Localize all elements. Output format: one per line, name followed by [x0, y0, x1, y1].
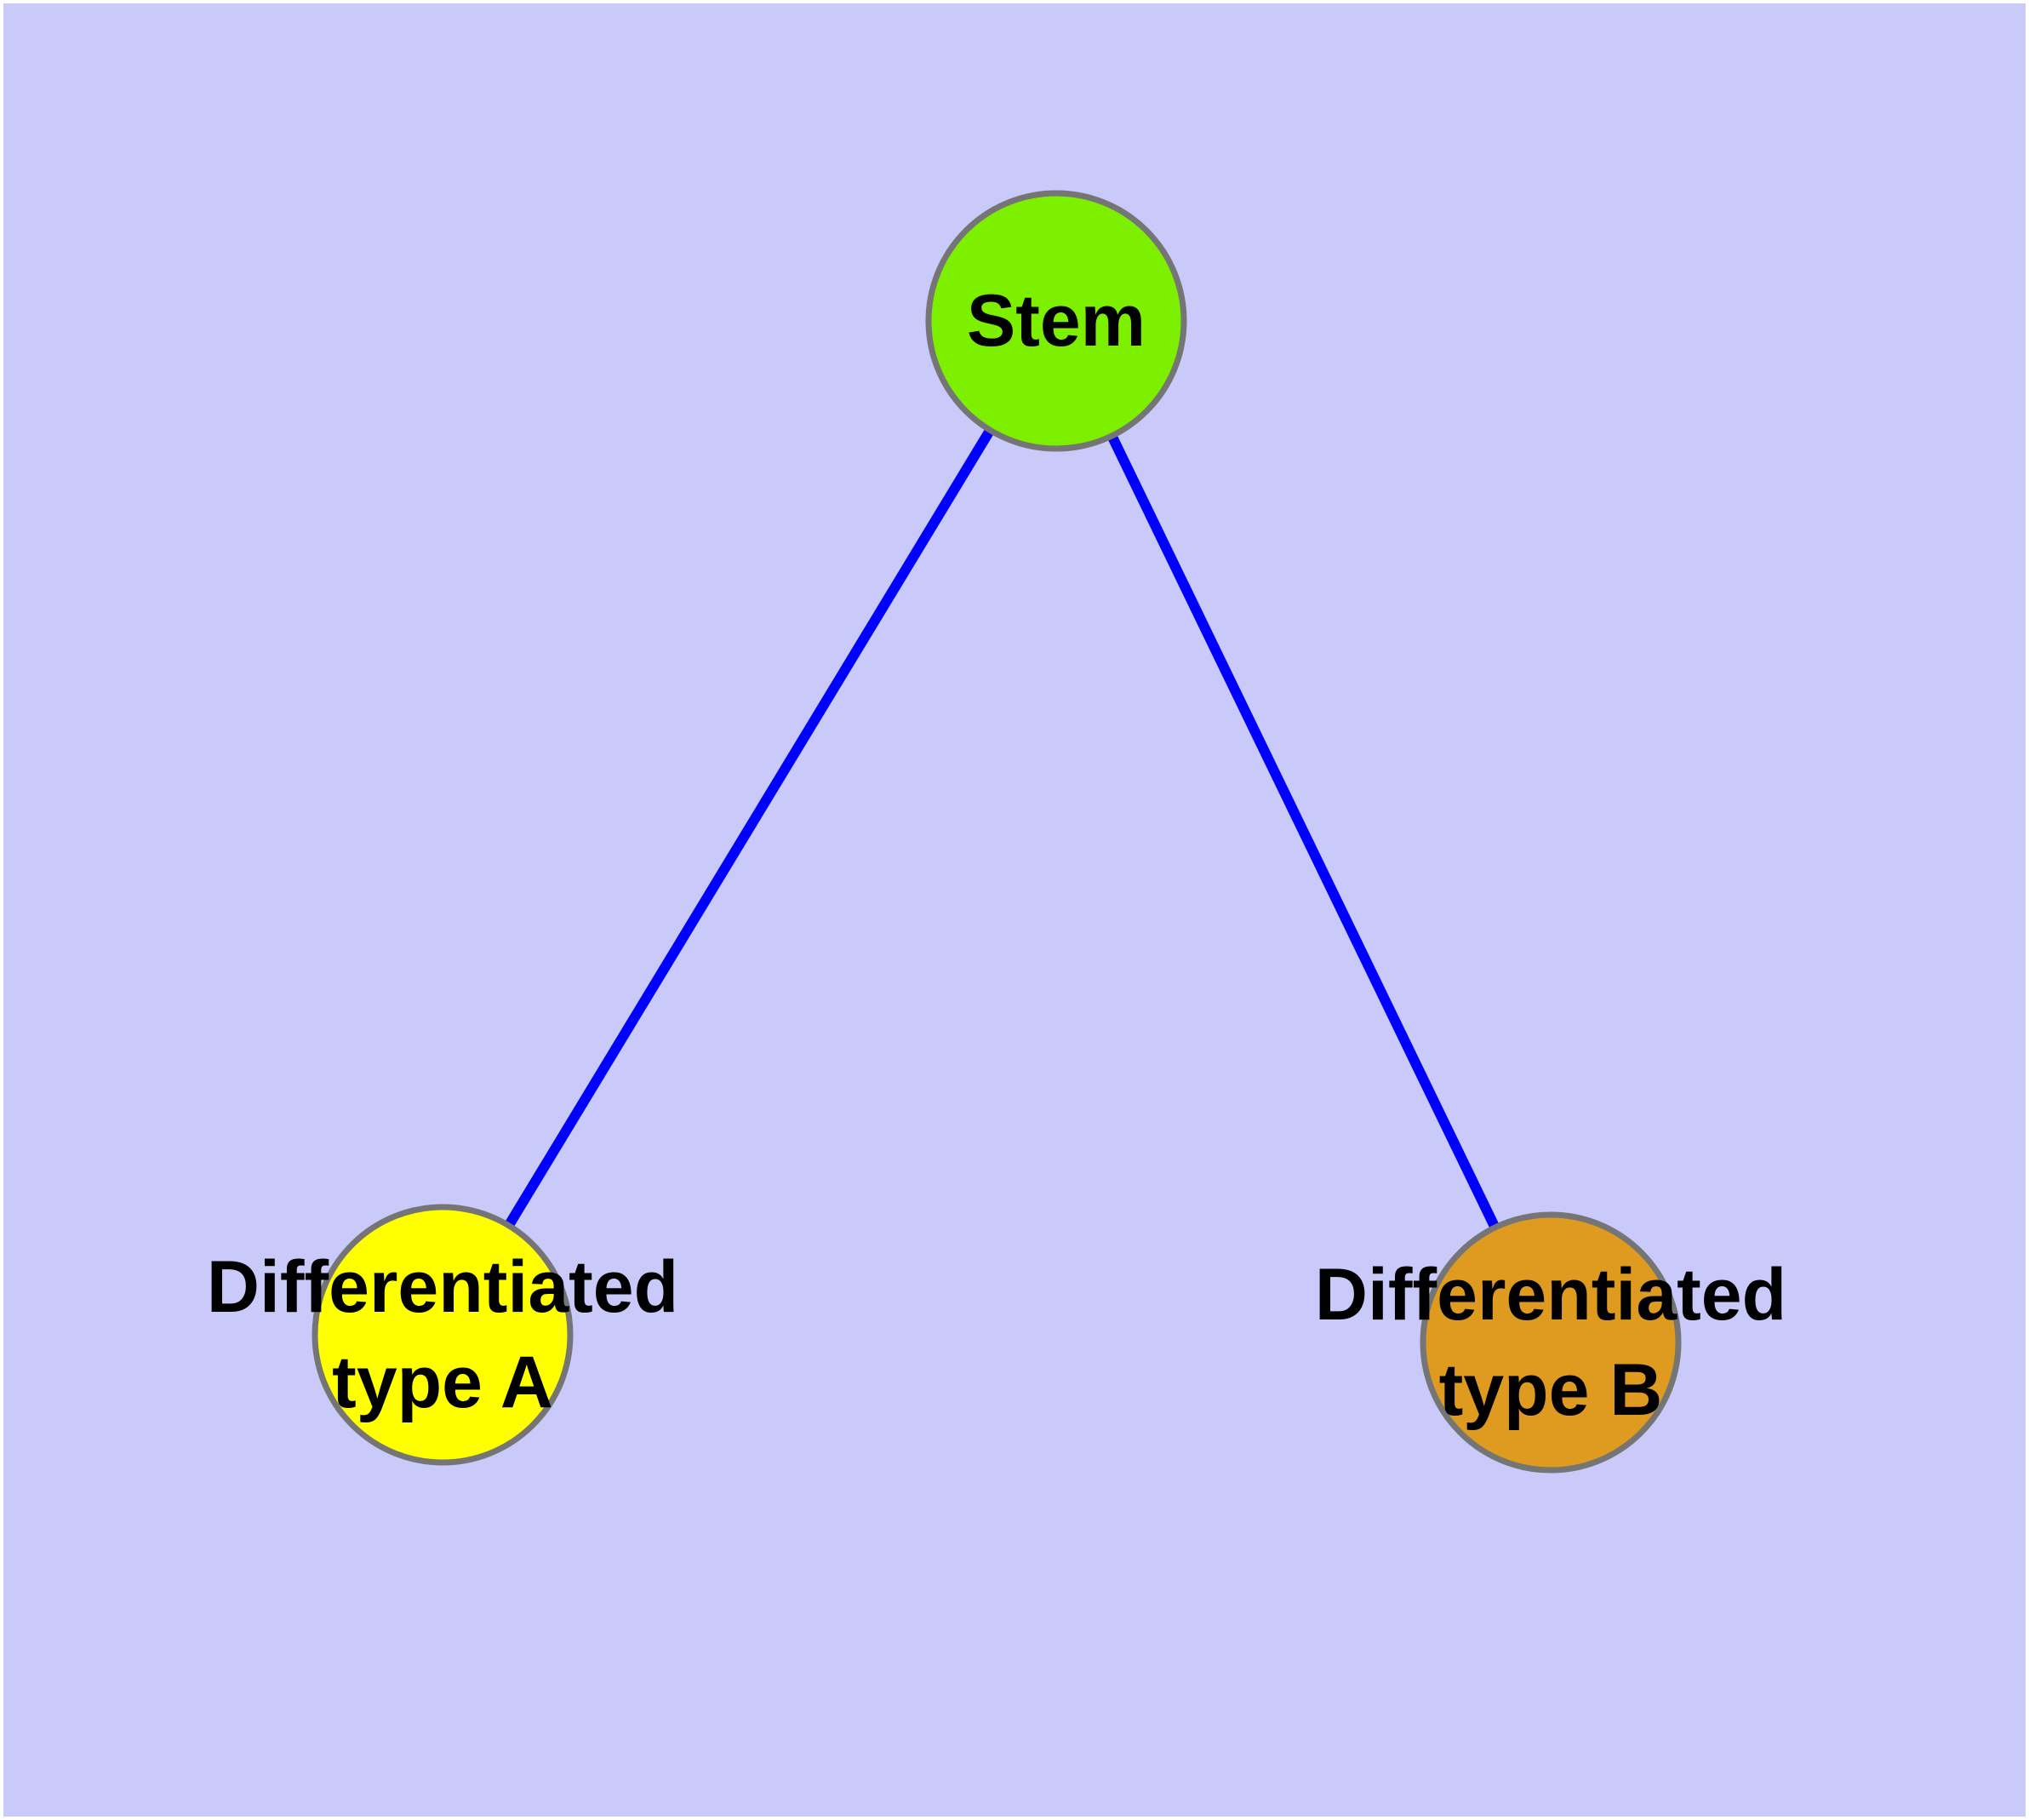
node-type-b-label-line-2: type B [1438, 1349, 1663, 1431]
node-type-b-circle [1420, 1211, 1682, 1474]
node-type-a-label-line-1: Differentiated [206, 1246, 679, 1328]
node-type-a-label: Differentiated type A [207, 1239, 678, 1430]
node-type-b-label-line-1: Differentiated [1314, 1254, 1787, 1336]
node-type-b-label: Differentiated type B [1315, 1247, 1786, 1438]
node-stem-label-line: Stem [966, 280, 1146, 362]
graph-canvas [311, 190, 1682, 1474]
edge-stem-to-type-b [1051, 318, 1556, 1345]
node-type-a-label-line-2: type A [332, 1342, 553, 1423]
plot-frame: Stem Differentiated type A Differentiate… [3, 3, 2026, 1817]
node-type-a-circle [311, 1204, 574, 1466]
node-stem-label: Stem [967, 273, 1146, 369]
edge-stem-to-type-a [437, 318, 1061, 1338]
node-stem-circle [925, 190, 1187, 452]
